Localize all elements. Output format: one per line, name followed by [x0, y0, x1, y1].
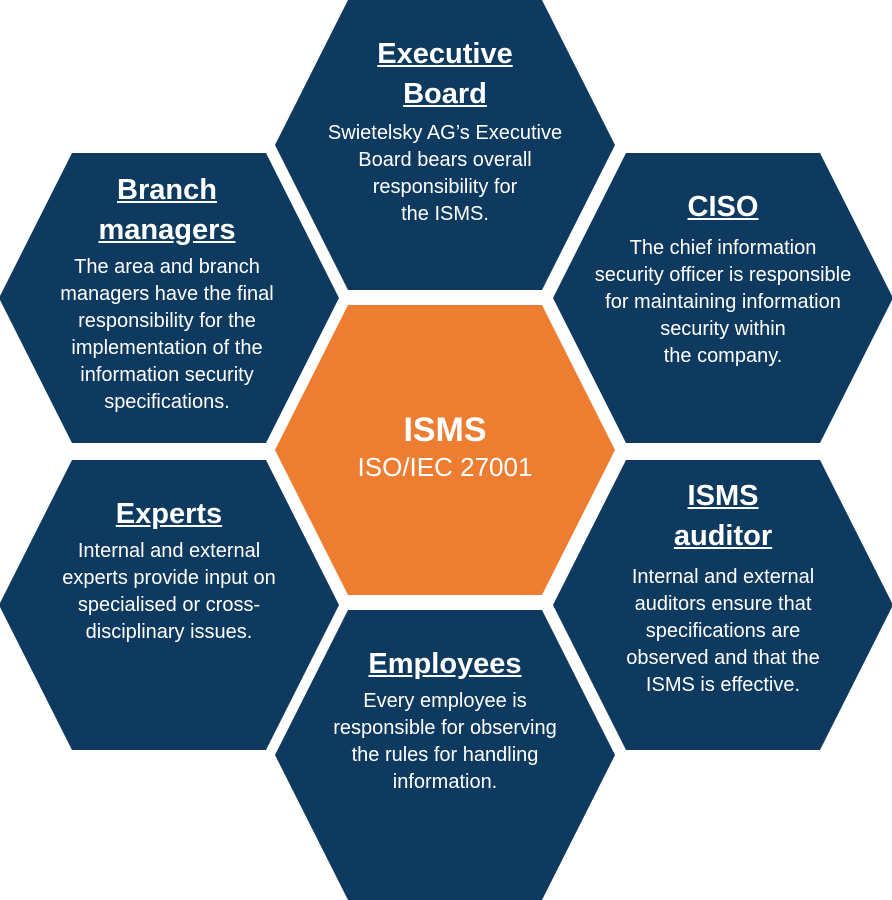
- isms-auditor-title: ISMS auditor: [673, 480, 773, 552]
- hex-employees: [275, 610, 615, 900]
- isms-auditor-text: ISMS auditor Internal and external audit…: [573, 476, 873, 699]
- center-subtitle: ISO/IEC 27001: [357, 452, 533, 482]
- employees-text: Employees Every employee is responsible …: [295, 644, 595, 796]
- hex-executive-board: [275, 0, 615, 290]
- ciso-body: The chief information security officer i…: [594, 237, 852, 367]
- hex-ciso: [553, 153, 892, 443]
- ciso-title: CISO: [687, 191, 759, 223]
- center-title: ISMS: [403, 411, 487, 449]
- experts-text: Experts Internal and external experts pr…: [19, 494, 319, 646]
- ciso-text: CISO The chief information security offi…: [573, 187, 873, 370]
- executive-board-body: Swietelsky AG’s Executive Board bears ov…: [327, 122, 563, 225]
- employees-body: Every employee is responsible for observ…: [333, 690, 557, 793]
- executive-board-title: Executive Board: [377, 38, 513, 110]
- center-text: ISMS ISO/IEC 27001: [295, 410, 595, 484]
- experts-body: Internal and external experts provide in…: [62, 540, 276, 643]
- employees-title: Employees: [368, 648, 522, 680]
- hex-experts: [0, 460, 339, 750]
- hex-isms-auditor: [553, 460, 892, 750]
- experts-title: Experts: [115, 498, 223, 530]
- executive-board-text: Executive Board Swietelsky AG’s Executiv…: [295, 34, 595, 228]
- hex-center-isms: [275, 305, 615, 595]
- branch-managers-body: The area and branch managers have the fi…: [60, 256, 274, 413]
- branch-managers-text: Branch managers The area and branch mana…: [17, 170, 317, 416]
- hex-branch-managers: [0, 153, 339, 443]
- branch-managers-title: Branch managers: [98, 174, 236, 246]
- isms-auditor-body: Internal and external auditors ensure th…: [626, 566, 820, 696]
